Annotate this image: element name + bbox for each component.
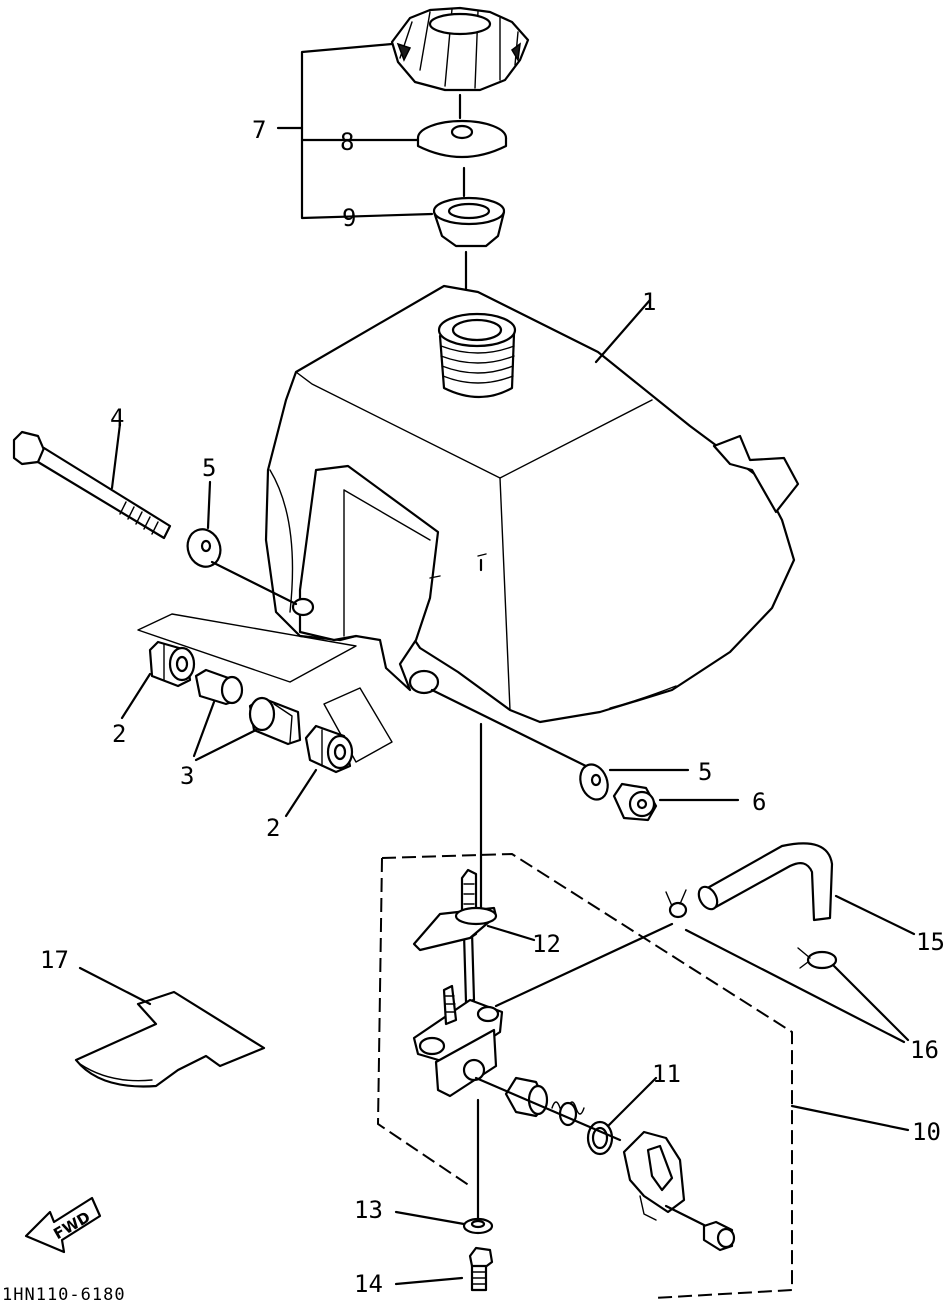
callout-5-lower: 5 [698, 758, 712, 786]
cock-bolt [468, 1246, 494, 1292]
fuel-tank [264, 284, 800, 724]
callout-7: 7 [252, 116, 266, 144]
tank-filler-neck [437, 312, 517, 398]
hose-clip-lower [797, 947, 838, 970]
cock-lever [622, 1130, 686, 1221]
callout-13: 13 [354, 1196, 383, 1224]
hose-clip-upper [665, 889, 688, 919]
tank-bolt [12, 430, 172, 540]
callout-6: 6 [752, 788, 766, 816]
callout-11: 11 [652, 1060, 681, 1088]
callout-8: 8 [340, 128, 354, 156]
damper-lower [304, 724, 354, 774]
cap-seal [432, 196, 506, 248]
callout-17: 17 [40, 946, 69, 974]
callout-1: 1 [642, 288, 656, 316]
washer-lower [579, 763, 609, 801]
washer-upper [186, 528, 222, 568]
fuel-cap [390, 6, 530, 92]
callout-4: 4 [110, 404, 124, 432]
callout-15: 15 [916, 928, 945, 956]
fuel-hose [697, 842, 834, 922]
tank-nut [612, 782, 658, 822]
fuel-cock [412, 868, 504, 1098]
fwd-arrow-icon: FWD [24, 1196, 102, 1254]
cap-gasket [416, 119, 508, 159]
collar-long [248, 696, 302, 746]
caution-label [74, 990, 266, 1088]
cock-gasket [504, 1076, 549, 1118]
cock-screw [664, 1204, 736, 1252]
callout-10: 10 [912, 1118, 941, 1146]
damper-upper [148, 640, 196, 688]
callout-2-upper: 2 [112, 720, 126, 748]
callout-14: 14 [354, 1270, 383, 1298]
cock-filter-gasket [412, 906, 498, 952]
callout-9: 9 [342, 204, 356, 232]
callout-5-upper: 5 [202, 454, 216, 482]
callout-12: 12 [532, 930, 561, 958]
callout-16: 16 [910, 1036, 939, 1064]
callout-3: 3 [180, 762, 194, 790]
drawing-code: 1HN110-6180 [2, 1285, 126, 1305]
collar-small [194, 668, 244, 706]
callout-2-lower: 2 [266, 814, 280, 842]
cock-washer [462, 1217, 494, 1235]
